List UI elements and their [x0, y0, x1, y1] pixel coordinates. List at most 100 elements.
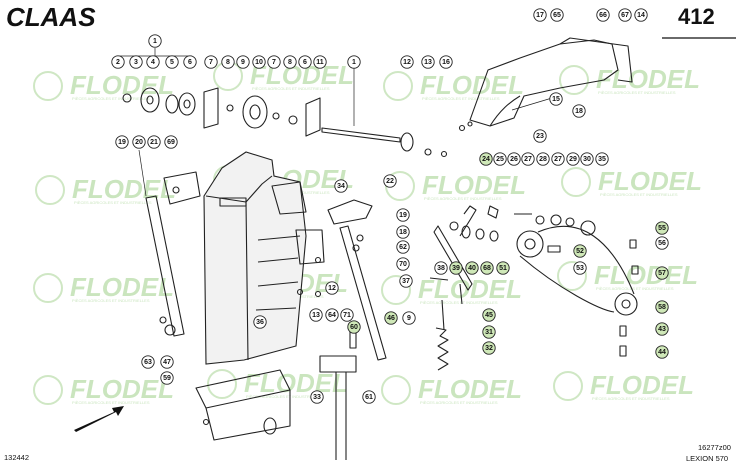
callout-circle — [384, 311, 398, 325]
callout-label: 70 — [399, 261, 407, 268]
callout-circle — [204, 55, 218, 69]
callout-label: 7 — [272, 59, 276, 66]
callout-21: 21 — [147, 135, 161, 149]
callout-circle — [634, 8, 648, 22]
callout-circle — [129, 55, 143, 69]
callout-circle — [115, 135, 129, 149]
callout-label: 53 — [576, 265, 584, 272]
callout-8: 8 — [283, 55, 297, 69]
callout-circle — [482, 308, 496, 322]
callout-9: 9 — [402, 311, 416, 325]
callout-circle — [253, 315, 267, 329]
callout-label: 27 — [554, 156, 562, 163]
svg-text:FLODEL: FLODEL — [70, 70, 174, 100]
callout-circle — [396, 208, 410, 222]
callout-5: 5 — [165, 55, 179, 69]
callout-circle — [252, 55, 266, 69]
callout-56: 56 — [655, 236, 669, 250]
callout-circle — [655, 300, 669, 314]
callout-label: 23 — [536, 133, 544, 140]
callout-circle — [383, 174, 397, 188]
callout-circle — [183, 55, 197, 69]
callout-circle — [480, 261, 494, 275]
svg-text:PIÈCES AGRICOLES ET INDUSTRIEL: PIÈCES AGRICOLES ET INDUSTRIELLES — [420, 400, 498, 405]
callout-label: 61 — [365, 394, 373, 401]
callout-13: 13 — [309, 308, 323, 322]
callout-45: 45 — [482, 308, 496, 322]
callout-label: 6 — [303, 59, 307, 66]
callout-65: 65 — [550, 8, 564, 22]
callout-label: 38 — [437, 265, 445, 272]
callout-7: 7 — [267, 55, 281, 69]
callout-37: 37 — [399, 274, 413, 288]
callout-circle — [396, 225, 410, 239]
callout-label: 9 — [407, 315, 411, 322]
callout-circle — [283, 55, 297, 69]
callout-circle — [148, 34, 162, 48]
callout-label: 19 — [118, 139, 126, 146]
callout-circle — [655, 236, 669, 250]
callout-10: 10 — [252, 55, 266, 69]
callout-35: 35 — [595, 152, 609, 166]
callout-64: 64 — [325, 308, 339, 322]
callout-label: 67 — [621, 12, 629, 19]
spring-assembly — [429, 277, 463, 371]
callout-12: 12 — [400, 55, 414, 69]
callout-circle — [399, 274, 413, 288]
callout-label: 58 — [658, 304, 666, 311]
callout-circle — [465, 261, 479, 275]
callout-18: 18 — [396, 225, 410, 239]
page-number: 412 — [678, 4, 715, 29]
callout-circle — [165, 55, 179, 69]
callout-19: 19 — [396, 208, 410, 222]
callout-67: 67 — [618, 8, 632, 22]
callout-14: 14 — [634, 8, 648, 22]
callout-circle — [347, 320, 361, 334]
callout-label: 40 — [468, 265, 476, 272]
callout-circle — [111, 55, 125, 69]
callout-39: 39 — [449, 261, 463, 275]
direction-arrow-icon — [74, 406, 124, 432]
callout-circle — [618, 8, 632, 22]
callout-label: 13 — [424, 59, 432, 66]
callout-circle — [310, 390, 324, 404]
callout-label: 15 — [552, 96, 560, 103]
callout-label: 17 — [536, 12, 544, 19]
callout-label: 43 — [658, 326, 666, 333]
callout-68: 68 — [480, 261, 494, 275]
svg-text:FLODEL: FLODEL — [420, 70, 524, 100]
callout-label: 66 — [599, 12, 607, 19]
callout-26: 26 — [507, 152, 521, 166]
callout-62: 62 — [396, 240, 410, 254]
callout-circle — [340, 308, 354, 322]
callout-circle — [479, 152, 493, 166]
callout-71: 71 — [340, 308, 354, 322]
callout-label: 16 — [442, 59, 450, 66]
callout-label: 5 — [170, 59, 174, 66]
callout-label: 11 — [316, 59, 324, 66]
callout-53: 53 — [573, 261, 587, 275]
callout-66: 66 — [596, 8, 610, 22]
callout-label: 39 — [452, 265, 460, 272]
callout-51: 51 — [496, 261, 510, 275]
svg-text:FLODEL: FLODEL — [244, 368, 348, 398]
callout-3: 3 — [129, 55, 143, 69]
callout-label: 1 — [352, 59, 356, 66]
callout-label: 10 — [255, 59, 263, 66]
svg-text:FLODEL: FLODEL — [418, 374, 522, 404]
callout-30: 30 — [580, 152, 594, 166]
callout-label: 34 — [337, 183, 345, 190]
svg-text:FLODEL: FLODEL — [596, 64, 700, 94]
callout-label: 20 — [135, 139, 143, 146]
callout-label: 18 — [399, 229, 407, 236]
callout-circle — [313, 55, 327, 69]
svg-text:PIÈCES AGRICOLES ET INDUSTRIEL: PIÈCES AGRICOLES ET INDUSTRIELLES — [422, 96, 500, 101]
callout-69: 69 — [164, 135, 178, 149]
callout-1: 1 — [148, 34, 162, 48]
machine-model: LEXION 570 — [686, 454, 728, 463]
callout-20: 20 — [132, 135, 146, 149]
